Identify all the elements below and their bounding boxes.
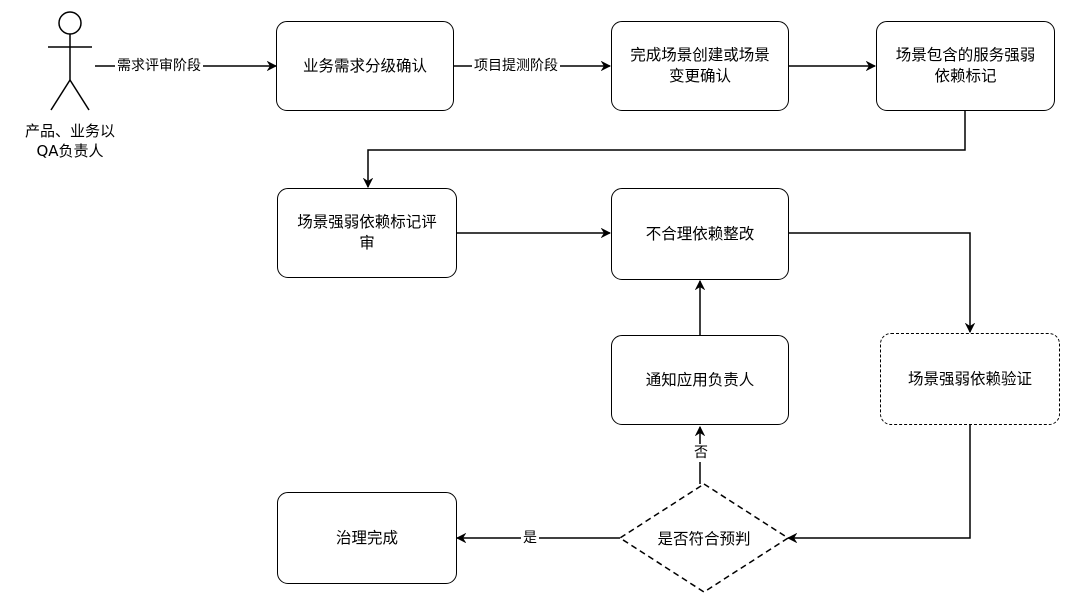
node-scene-confirm-line2: 变更确认 — [668, 67, 731, 85]
decision-diamond — [618, 483, 790, 593]
node-mark-review-line1: 场景强弱依赖标记评 — [297, 213, 437, 231]
node-mark-review-line2: 审 — [359, 234, 375, 252]
node-notify-owner: 通知应用负责人 — [611, 335, 789, 425]
node-business-confirm: 业务需求分级确认 — [276, 21, 454, 111]
node-scene-confirm-line1: 完成场景创建或场景 — [630, 46, 770, 64]
node-notify-owner-label: 通知应用负责人 — [645, 370, 755, 389]
actor-label: 产品、业务以 QA负责人 — [10, 121, 130, 161]
node-dependency-mark: 场景包含的服务强弱 依赖标记 — [876, 21, 1055, 111]
node-done: 治理完成 — [277, 492, 457, 584]
edge-label-review-stage: 需求评审阶段 — [115, 57, 203, 75]
decision-label: 是否符合预判 — [657, 530, 751, 548]
node-scene-confirm: 完成场景创建或场景 变更确认 — [611, 21, 789, 111]
node-done-label: 治理完成 — [335, 528, 398, 547]
node-mark-review: 场景强弱依赖标记评 审 — [277, 188, 457, 278]
node-verify-label: 场景强弱依赖验证 — [907, 369, 1032, 388]
node-dependency-mark-line1: 场景包含的服务强弱 — [895, 46, 1036, 64]
actor-icon — [48, 11, 92, 111]
edge-verify-to-decision — [788, 425, 971, 538]
node-rectify: 不合理依赖整改 — [611, 188, 789, 280]
node-verify: 场景强弱依赖验证 — [880, 333, 1060, 425]
edge-label-yes: 是 — [521, 529, 539, 547]
edge-rectify-to-verify — [789, 232, 970, 332]
edge-label-test-stage: 项目提测阶段 — [472, 57, 560, 75]
node-business-confirm-label: 业务需求分级确认 — [302, 56, 427, 75]
node-dependency-mark-line2: 依赖标记 — [934, 67, 997, 85]
actor-label-line2: QA负责人 — [36, 142, 104, 160]
node-rectify-label: 不合理依赖整改 — [645, 224, 755, 243]
edge-mark-to-review — [368, 111, 966, 187]
actor-label-line1: 产品、业务以 — [24, 122, 115, 140]
edge-label-no: 否 — [692, 444, 710, 462]
